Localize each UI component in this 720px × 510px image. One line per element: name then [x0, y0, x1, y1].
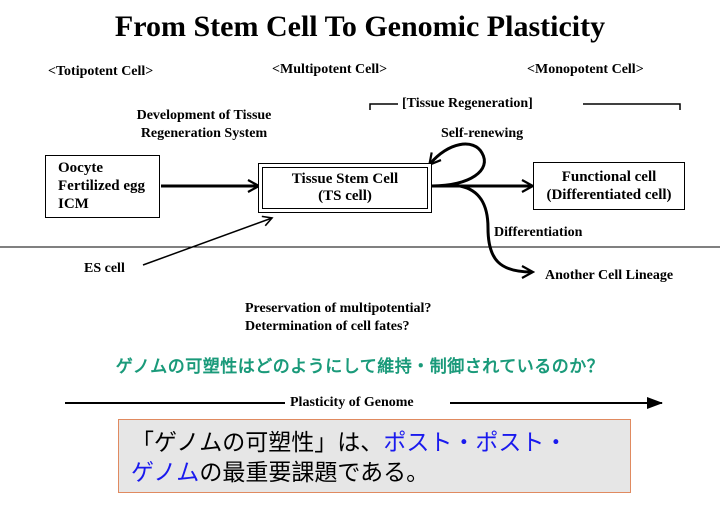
another-lineage-label: Another Cell Lineage	[545, 268, 674, 283]
header-multipotent: <Multipotent Cell>	[272, 62, 388, 77]
source-cells-box: Oocyte Fertilized egg ICM	[45, 155, 160, 218]
conclusion-part-4: の最重要課題である。	[199, 460, 430, 486]
questions-block: Preservation of multipotential? Determin…	[245, 300, 431, 336]
stem-cell-inner-box: Tissue Stem Cell (TS cell)	[262, 167, 428, 209]
development-line-1: Development of Tissue	[136, 108, 272, 123]
arrow-es-to-stem	[142, 215, 274, 266]
es-cell-label: ES cell	[84, 261, 125, 276]
question-preservation: Preservation of multipotential?	[245, 301, 432, 316]
self-renewing-label: Self-renewing	[441, 126, 524, 141]
differentiation-label: Differentiation	[494, 225, 583, 240]
conclusion-post-post: ポスト・ポスト・	[383, 430, 568, 456]
tissue-regeneration-bracket-right	[583, 103, 681, 110]
arrow-differentiation-branch	[459, 184, 532, 272]
page-title: From Stem Cell To Genomic Plasticity	[114, 10, 606, 43]
self-renewing-loop	[430, 142, 486, 188]
header-totipotent: <Totipotent Cell>	[48, 64, 154, 79]
stem-cell-box: Tissue Stem Cell (TS cell)	[258, 163, 432, 213]
development-label: Development of Tissue Regeneration Syste…	[118, 107, 290, 143]
source-oocyte: Oocyte	[58, 160, 103, 176]
functional-line-2: (Differentiated cell)	[546, 187, 672, 203]
source-fertilized-egg: Fertilized egg	[58, 178, 146, 194]
tissue-regeneration-bracket-left	[369, 103, 398, 110]
question-determination: Determination of cell fates?	[245, 319, 410, 334]
source-icm: ICM	[58, 196, 89, 212]
plasticity-label: Plasticity of Genome	[290, 395, 414, 410]
conclusion-genome: ゲノム	[131, 460, 200, 486]
functional-cell-box: Functional cell (Differentiated cell)	[533, 162, 685, 210]
functional-line-1: Functional cell	[561, 169, 657, 185]
stem-cell-line-1: Tissue Stem Cell	[291, 171, 399, 187]
conclusion-box: 「ゲノムの可塑性」は、ポスト・ポスト・ゲノムの最重要課題である。	[118, 419, 631, 493]
tissue-regeneration-label: [Tissue Regeneration]	[402, 96, 533, 111]
jp-question: ゲノムの可塑性はどのようにして維持・制御されているのか？	[115, 357, 605, 377]
conclusion-part-1: 「ゲノムの可塑性」は、	[131, 430, 384, 456]
development-line-2: Regeneration System	[140, 126, 268, 141]
stem-cell-line-2: (TS cell)	[318, 188, 372, 204]
header-monopotent: <Monopotent Cell>	[527, 62, 644, 77]
